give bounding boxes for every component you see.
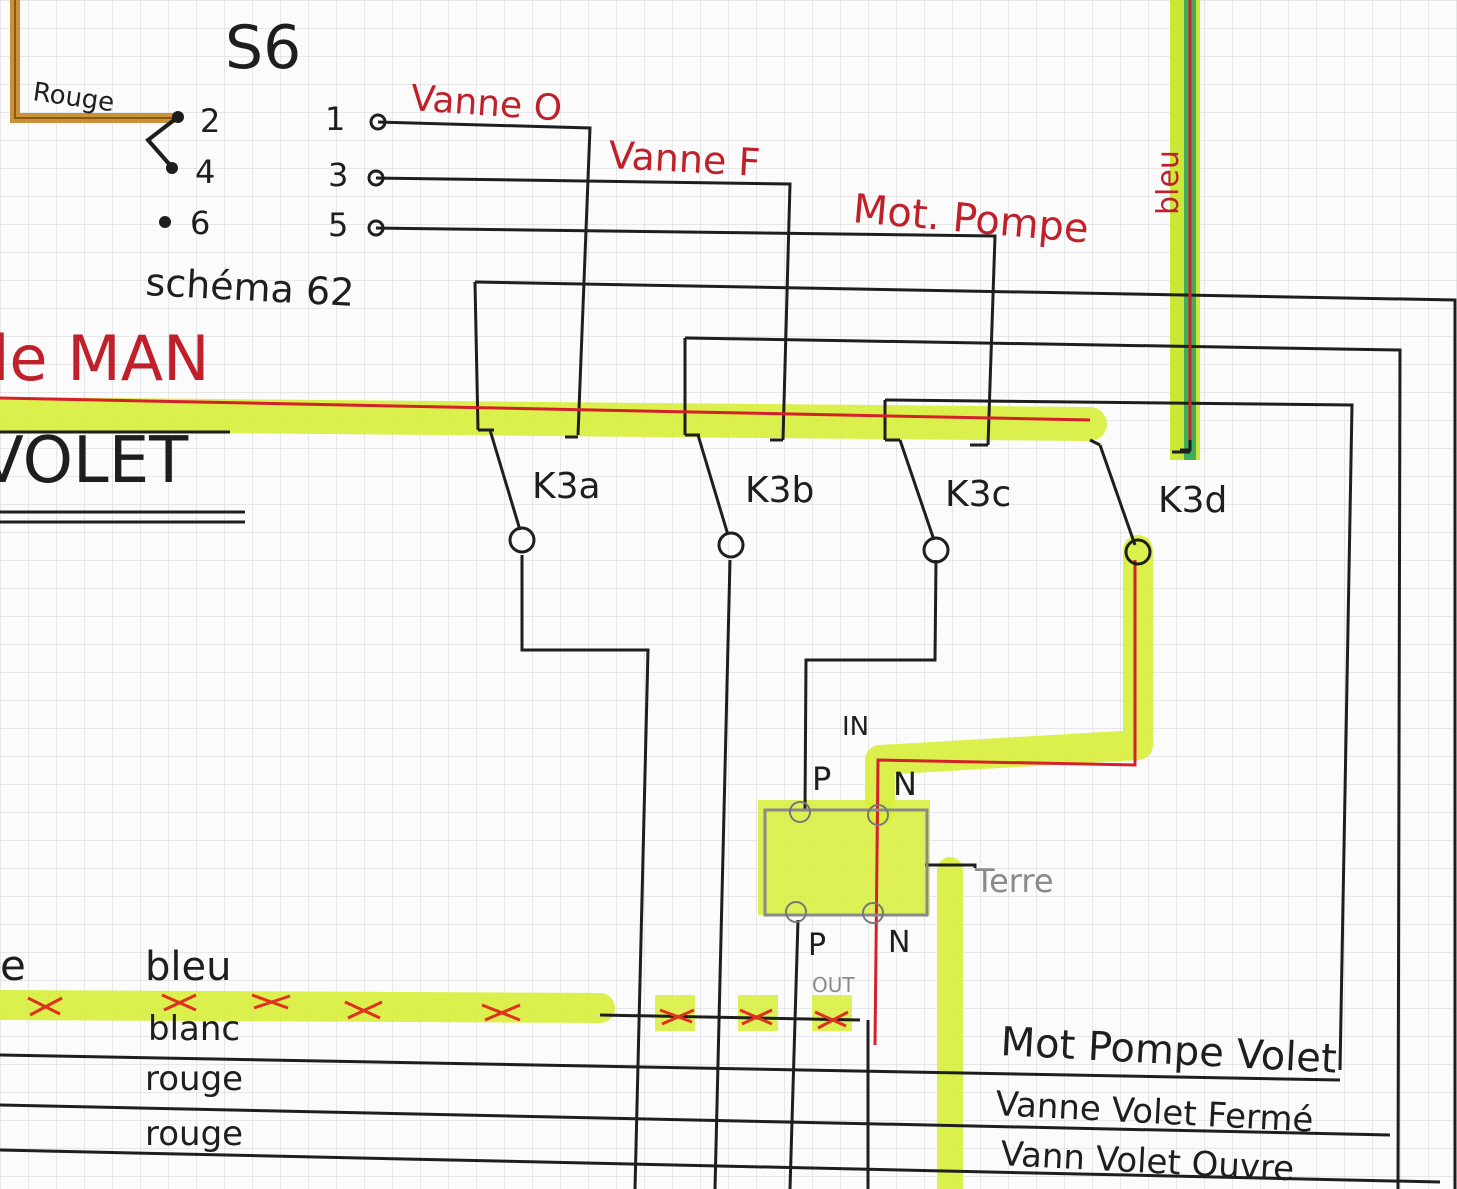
module-n-top: N (893, 765, 917, 803)
cable-wire-blanc: blanc (148, 1009, 240, 1049)
volet-label: VOLET (0, 424, 189, 498)
output-vanne-f: Vanne F (608, 133, 762, 185)
red-wiring (0, 0, 1192, 1046)
cable-wire-rouge-1: rouge (145, 1059, 243, 1099)
terminal-3: 3 (328, 156, 348, 194)
relay-contacts (478, 428, 1190, 566)
cable-wire-rouge-2: rouge (145, 1114, 243, 1154)
terminal-4: 4 (195, 153, 215, 191)
module-out: OUT (812, 973, 855, 997)
terminal-5: 5 (328, 206, 348, 244)
module-n-bot: N (888, 925, 910, 960)
title-s6: S6 (225, 13, 301, 83)
terminal-6: 6 (190, 204, 210, 242)
cable-wire-bleu: bleu (145, 944, 231, 990)
selector-switch (145, 111, 387, 237)
cable-stub: e (0, 941, 26, 990)
module-terre: Terre (974, 862, 1054, 900)
rouge-wire-inner (14, 0, 175, 119)
terminal-2: 2 (200, 102, 220, 140)
module-p-top: P (812, 760, 831, 798)
relay-k3c: K3c (945, 474, 1011, 515)
relay-k3b: K3b (745, 470, 814, 511)
module-p-bot: P (808, 928, 826, 963)
module-box (763, 801, 929, 924)
terminal-1: 1 (325, 100, 345, 138)
schema-label: schéma 62 (145, 260, 356, 315)
cable-crosses (27, 993, 849, 1030)
relay-k3d: K3d (1158, 480, 1227, 521)
mode-label: de MAN (0, 322, 210, 395)
bleu-vertical-label: bleu (1151, 150, 1186, 215)
module-in: IN (842, 712, 869, 742)
relay-k3a: K3a (532, 466, 601, 507)
